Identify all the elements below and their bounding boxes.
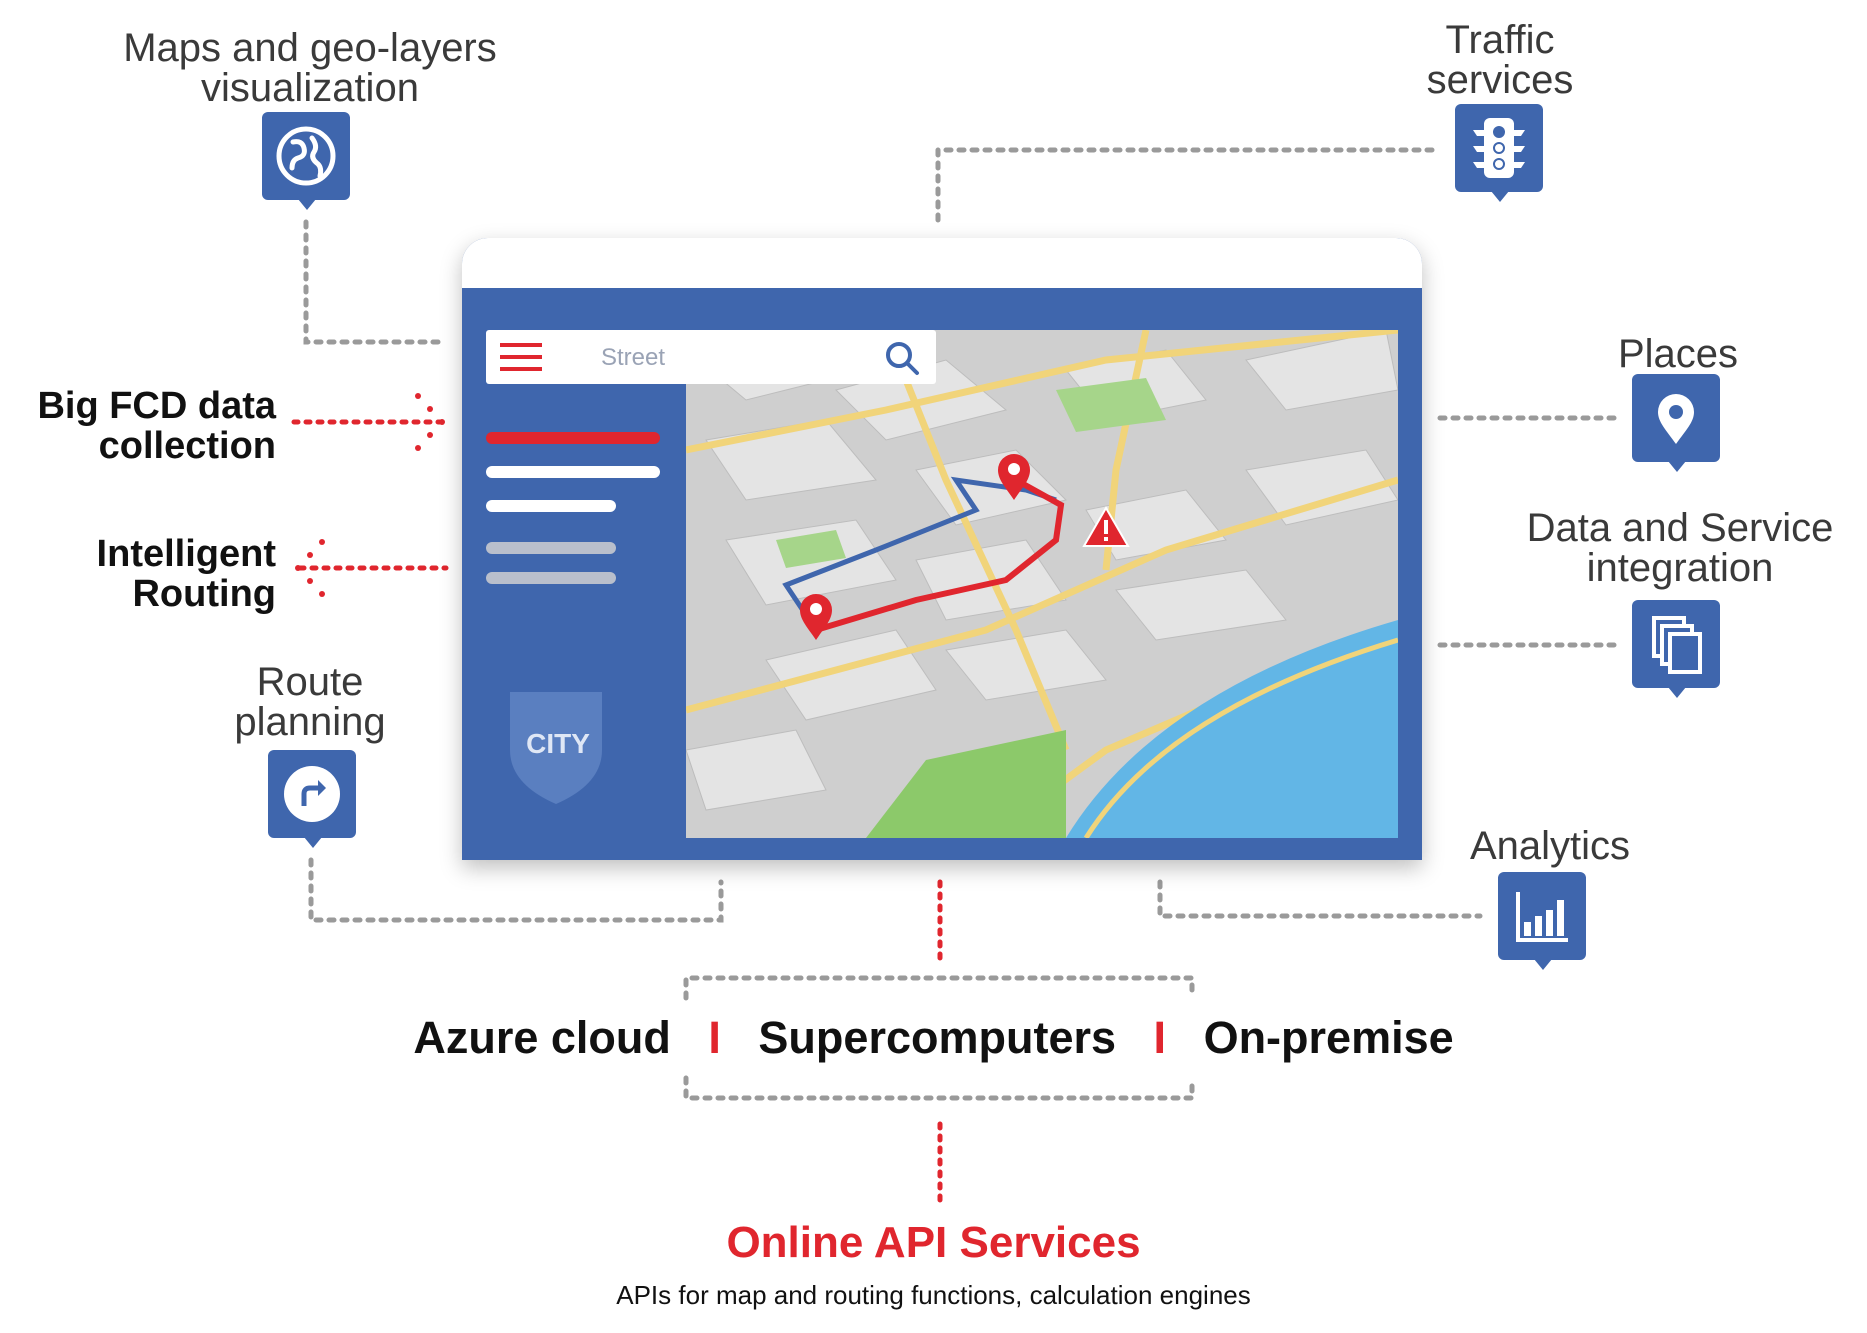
map-canvas bbox=[686, 330, 1398, 838]
location-pin-icon bbox=[1658, 394, 1694, 444]
route-planning-label: Route planning bbox=[234, 660, 386, 744]
traffic-label: Traffic services bbox=[1426, 18, 1574, 102]
search-icon[interactable] bbox=[884, 340, 920, 376]
start-pin-icon[interactable] bbox=[798, 592, 834, 640]
sidebar-menu-item-active bbox=[486, 432, 660, 444]
globe-icon bbox=[276, 126, 336, 186]
big-fcd-label: Big FCD data collection bbox=[37, 385, 276, 467]
integration-label: Data and Service integration bbox=[1526, 506, 1834, 590]
supercomputers-label: Supercomputers bbox=[758, 1012, 1117, 1063]
sidebar-menu-item bbox=[486, 572, 616, 584]
deployment-options: Azure cloud I Supercomputers I On-premis… bbox=[0, 1012, 1867, 1064]
map-view[interactable] bbox=[686, 330, 1398, 838]
intelligent-routing-label: Intelligent Routing bbox=[96, 533, 276, 615]
traffic-light-icon bbox=[1473, 118, 1525, 178]
hamburger-menu-icon[interactable] bbox=[500, 343, 542, 371]
bar-chart-icon bbox=[1516, 892, 1568, 942]
route-planning-tile bbox=[268, 750, 356, 848]
separator: I bbox=[708, 1012, 721, 1063]
sidebar-menu-item bbox=[486, 466, 660, 478]
destination-pin-icon[interactable] bbox=[996, 452, 1032, 500]
integration-tile bbox=[1632, 600, 1720, 698]
warning-icon[interactable] bbox=[1082, 506, 1130, 548]
maps-label: Maps and geo-layers visualization bbox=[123, 26, 497, 110]
app-window-mockup: CITY bbox=[462, 238, 1422, 860]
search-bar[interactable]: Street bbox=[486, 330, 936, 384]
azure-cloud-label: Azure cloud bbox=[413, 1012, 671, 1063]
sidebar-menu-item bbox=[486, 542, 616, 554]
separator: I bbox=[1153, 1012, 1167, 1063]
on-premise-label: On-premise bbox=[1203, 1012, 1454, 1063]
places-tile bbox=[1632, 374, 1720, 472]
copy-documents-icon bbox=[1652, 616, 1702, 674]
api-services-title: Online API Services bbox=[726, 1218, 1141, 1267]
traffic-tile bbox=[1455, 104, 1543, 202]
city-badge-text: CITY bbox=[526, 728, 590, 759]
places-label: Places bbox=[1617, 332, 1739, 376]
window-titlebar bbox=[462, 238, 1422, 288]
turn-right-icon bbox=[284, 766, 340, 822]
sidebar-menu-item bbox=[486, 500, 616, 512]
maps-tile bbox=[262, 112, 350, 210]
analytics-tile bbox=[1498, 872, 1586, 970]
api-services-subtitle: APIs for map and routing functions, calc… bbox=[616, 1280, 1251, 1310]
city-shield bbox=[510, 692, 602, 804]
analytics-label: Analytics bbox=[1469, 824, 1631, 868]
search-input[interactable]: Street bbox=[601, 344, 666, 371]
